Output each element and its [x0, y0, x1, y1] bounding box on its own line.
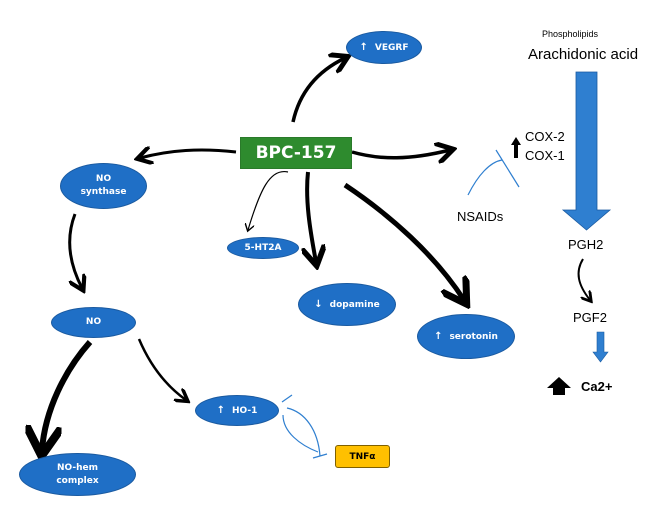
5ht2a-label: 5-HT2A	[244, 242, 282, 253]
bpc157-label: BPC-157	[255, 143, 337, 163]
dopamine-label: dopamine	[329, 299, 380, 310]
arrow-bpc-cox	[351, 150, 450, 158]
no-hem-node: NO-hem complex	[19, 453, 136, 496]
arrow-bpc-5ht2a	[248, 170, 289, 230]
ca2-label: Ca2+	[581, 379, 613, 394]
ho1-node: ↑ HO-1	[195, 395, 279, 426]
arrow-bpc-dopamine	[307, 171, 316, 262]
no-label: NO	[85, 317, 102, 327]
vegrf-label: VEGRF	[374, 42, 409, 53]
no-hem-line1: NO-hem	[57, 462, 98, 473]
cox-up-arrow-icon	[511, 137, 521, 158]
arrow-bpc-serotonin	[343, 182, 464, 300]
no-node: NO	[51, 307, 136, 338]
cox2-label: COX-2	[525, 129, 565, 144]
inhibit-ho1-tnf	[286, 407, 321, 457]
arrow-bpc-vegrf	[291, 58, 345, 123]
serotonin-node: ↑ serotonin	[417, 314, 515, 359]
pgf2-arrow	[592, 331, 609, 363]
arrow-bpc-nosynthase	[140, 150, 237, 158]
serotonin-label: serotonin	[449, 331, 498, 342]
no-hem-line2: complex	[56, 475, 99, 486]
inhibit-nsaids-cox	[467, 159, 503, 196]
arrow-no-ho1	[137, 338, 186, 400]
arachidonic-arrow	[561, 71, 612, 231]
ca-up-arrow-icon	[547, 377, 571, 395]
arrow-no-nohem	[42, 340, 93, 450]
up-arrow-icon: ↑	[216, 404, 226, 416]
down-arrow-icon: ↓	[314, 298, 323, 310]
no-synthase-line1: NO	[95, 174, 112, 184]
pgf2-label: PGF2	[573, 310, 607, 325]
no-synthase-node: NO synthase	[60, 163, 147, 209]
tnf-alpha-box: TNFα	[335, 445, 390, 468]
pgh2-label: PGH2	[568, 237, 604, 252]
dopamine-node: ↓ dopamine	[298, 283, 396, 326]
arrow-pgh2-pgf2	[577, 258, 590, 300]
up-arrow-icon: ↑	[359, 41, 368, 53]
nsaids-label: NSAIDs	[457, 209, 504, 224]
no-synthase-line2: synthase	[80, 187, 127, 197]
bpc157-box: BPC-157	[240, 137, 352, 169]
tnf-alpha-label: TNFα	[349, 451, 376, 462]
arachidonic-acid-label: Arachidonic acid	[528, 46, 639, 63]
ho1-label: HO-1	[232, 405, 258, 416]
up-arrow-icon: ↑	[434, 330, 443, 342]
arrow-nosynthase-no	[68, 213, 82, 288]
inhibit-tnf-ho1	[282, 414, 319, 453]
cox1-label: COX-1	[525, 148, 565, 163]
5ht2a-node: 5-HT2A	[227, 237, 299, 259]
vegrf-node: ↑ VEGRF	[346, 31, 422, 64]
phospholipids-label: Phospholipids	[542, 29, 599, 39]
